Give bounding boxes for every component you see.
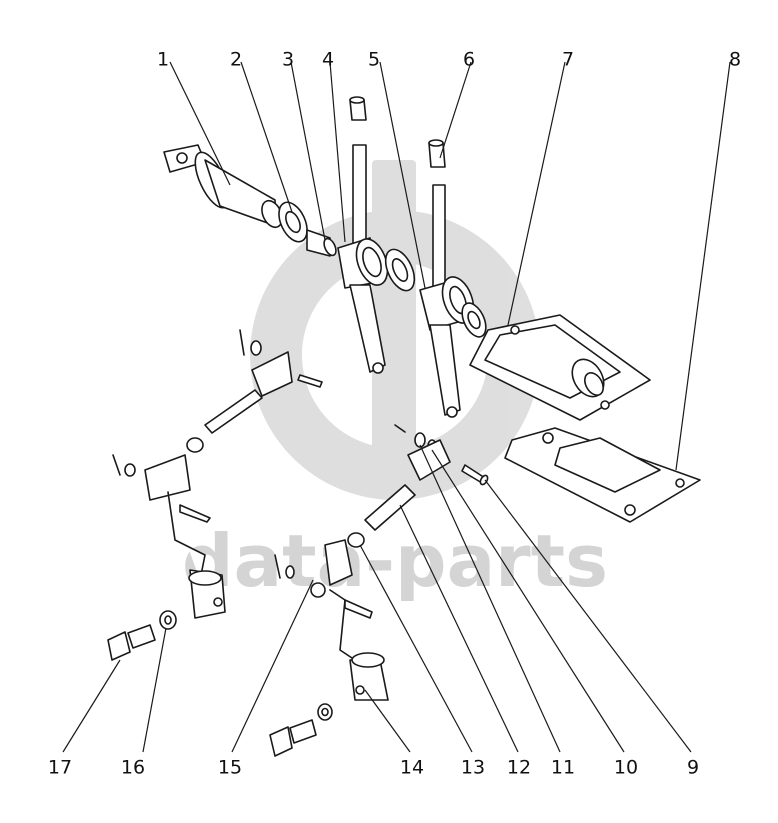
- watermark-logo: [250, 160, 541, 500]
- part-bolt-17: [107, 624, 156, 661]
- part-plate-8: [504, 427, 701, 523]
- part-washer-16: [159, 610, 177, 630]
- callout-15: 15: [217, 756, 243, 779]
- part-bolt-lower: [269, 703, 333, 757]
- callout-14: 14: [399, 756, 425, 779]
- callout-4: 4: [321, 48, 335, 71]
- part-washer-middle: [384, 248, 416, 292]
- part-pin-9: [461, 464, 489, 486]
- watermark-text: data-parts: [182, 519, 608, 603]
- callout-1: 1: [156, 48, 170, 71]
- leader-lines: [62, 61, 731, 753]
- part-washer-2: [278, 201, 308, 243]
- part-cap-6: [461, 302, 487, 338]
- callout-12: 12: [506, 756, 532, 779]
- callout-7: 7: [561, 48, 575, 71]
- part-shaft-1: [163, 144, 283, 229]
- part-lever-4: [337, 96, 389, 374]
- callout-9: 9: [686, 756, 700, 779]
- callout-2: 2: [229, 48, 243, 71]
- part-bracket-7: [469, 314, 651, 421]
- callout-10: 10: [613, 756, 639, 779]
- callout-13: 13: [460, 756, 486, 779]
- callout-17: 17: [47, 756, 73, 779]
- callout-3: 3: [281, 48, 295, 71]
- linkage-right: [274, 424, 451, 701]
- callout-11: 11: [550, 756, 576, 779]
- callout-16: 16: [120, 756, 146, 779]
- callout-5: 5: [367, 48, 381, 71]
- callout-8: 8: [728, 48, 742, 71]
- callout-6: 6: [462, 48, 476, 71]
- linkage-left: [112, 329, 323, 619]
